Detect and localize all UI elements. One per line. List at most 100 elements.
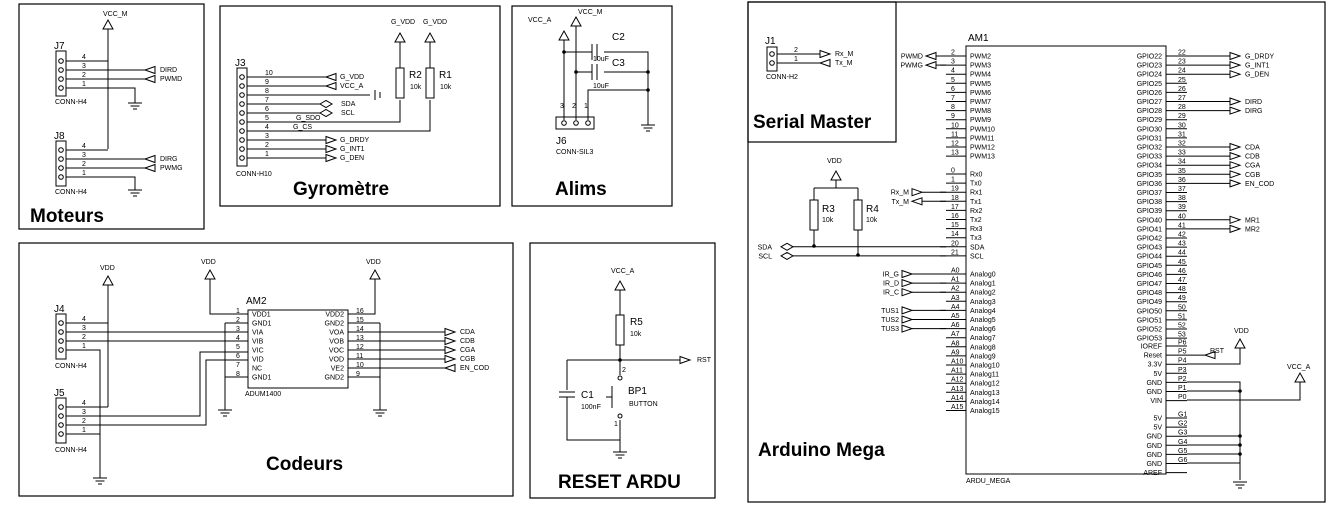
- am1-pin-num: 33: [1178, 150, 1186, 157]
- am1-pin-name: PWM10: [970, 126, 995, 133]
- am1-pin-num: A2: [951, 286, 960, 293]
- am1-pin-name: IOREF: [1141, 344, 1162, 351]
- am1-pin-name: GPIO43: [1137, 245, 1162, 252]
- am1-pin-name: Analog7: [970, 335, 996, 342]
- am1-pin-name: GND: [1146, 443, 1162, 450]
- j7-pin1: 1: [82, 81, 86, 88]
- am2-pin-name: GND2: [325, 375, 345, 382]
- am1-pin-num: 48: [1178, 286, 1186, 293]
- am2-pin-num: 8: [236, 371, 240, 378]
- am1-pin-name: Tx0: [970, 181, 982, 188]
- resistor-r4: [853, 199, 863, 231]
- am2-ref: AM2: [246, 296, 267, 307]
- net-vdd-ardu: VDD: [827, 158, 842, 165]
- j3-pin5: 5: [265, 115, 269, 122]
- am1-net: MR1: [1245, 217, 1260, 224]
- am1-pin-num: 40: [1178, 213, 1186, 220]
- am1-pin-name: Analog0: [970, 272, 996, 279]
- am1-pin-name: 3.3V: [1148, 362, 1163, 369]
- title-reset: RESET ARDU: [558, 472, 681, 493]
- j6-pin2: 2: [572, 103, 576, 110]
- am1-pin-name: Analog15: [970, 408, 1000, 415]
- j3-pin4: 4: [265, 124, 269, 131]
- am1-pin-num: 11: [951, 131, 958, 138]
- am1-pin-name: GPIO47: [1137, 281, 1162, 288]
- j8-connector: [55, 140, 67, 187]
- am2-pin-name: GND2: [325, 321, 345, 328]
- resistor-r5: [615, 314, 625, 346]
- r5-value: 10k: [630, 331, 642, 338]
- am1-pin-name: PWM13: [970, 154, 995, 161]
- net-g-cs: G_CS: [293, 124, 312, 131]
- net-g-sdo: G_SDO: [296, 115, 321, 122]
- net-g-vdd-top1: G_VDD: [391, 19, 415, 26]
- am1-pin-name: PWM12: [970, 145, 995, 152]
- am1-pin-name: Analog14: [970, 399, 1000, 406]
- am1-pin-num: 52: [1178, 323, 1186, 330]
- j5-pin4: 4: [82, 400, 86, 407]
- net-vcc-m-alims: VCC_M: [578, 9, 603, 16]
- am1-pin-num: A7: [951, 331, 960, 338]
- am1-net: IR_D: [883, 281, 899, 288]
- am1-pin-num: G5: [1178, 448, 1187, 455]
- net-g-vdd-top2: G_VDD: [423, 19, 447, 26]
- am1-net: DIRG: [1245, 108, 1263, 115]
- c3-value: 10uF: [593, 83, 609, 90]
- am1-pin-name: GPIO37: [1137, 190, 1162, 197]
- am1-pin-num: A3: [951, 295, 960, 302]
- am1-pin-name: GPIO27: [1137, 99, 1162, 106]
- am1-pin-name: GPIO41: [1137, 226, 1162, 233]
- bp1-ref: BP1: [628, 386, 647, 397]
- frame-moteurs: [18, 3, 205, 230]
- r2-value: 10k: [410, 84, 422, 91]
- am1-pin-name: GPIO48: [1137, 290, 1162, 297]
- net-vcc-a-reset: VCC_A: [611, 268, 635, 275]
- am1-pin-num: 18: [951, 195, 959, 202]
- bp1-type: BUTTON: [629, 401, 658, 408]
- am1-pin-name: Rx0: [970, 172, 983, 179]
- am1-pin-num: 43: [1178, 241, 1186, 248]
- j1-type: CONN-H2: [766, 74, 798, 81]
- am1-pin-name: GPIO53: [1137, 336, 1162, 343]
- net-dird: DIRD: [160, 67, 177, 74]
- am1-pin-num: 4: [951, 68, 955, 75]
- j7-type: CONN-H4: [55, 99, 87, 106]
- title-moteurs: Moteurs: [30, 206, 104, 227]
- am1-pin-name: GPIO22: [1137, 54, 1162, 61]
- am1-pin-num: 30: [1178, 122, 1186, 129]
- am1-type: ARDU_MEGA: [966, 478, 1011, 485]
- j3-pin8: 8: [265, 88, 269, 95]
- am1-net: CGA: [1245, 163, 1261, 170]
- c2-ref: C2: [612, 32, 625, 43]
- j1-connector: [766, 46, 778, 72]
- am1-pin-num: G4: [1178, 439, 1187, 446]
- am1-pin-name: Analog2: [970, 290, 996, 297]
- j8-pin4: 4: [82, 143, 86, 150]
- am2-pin-name: GND1: [252, 321, 272, 328]
- j5-type: CONN-H4: [55, 447, 87, 454]
- am1-pin-num: 14: [951, 231, 959, 238]
- am1-net: CDA: [1245, 145, 1260, 152]
- j1-pin2: 2: [794, 47, 798, 54]
- am1-net: TUS2: [881, 317, 899, 324]
- am1-pin-name: PWM3: [970, 63, 991, 70]
- title-arduino: Arduino Mega: [758, 440, 885, 461]
- gyro-block: J3 CONN-H10 10 9 8 7 6 5 4 3 2 1 G_VDD V…: [235, 19, 452, 178]
- am1-net: EN_COD: [1245, 181, 1274, 188]
- am1-pin-name: PWM5: [970, 81, 991, 88]
- am1-pin-num: 7: [951, 95, 955, 102]
- am2-pin-num: 12: [356, 344, 364, 351]
- j3-ref: J3: [235, 58, 246, 69]
- am1-pin-num: 24: [1178, 68, 1186, 75]
- am1-pin-name: GND: [1146, 452, 1162, 459]
- am1-pin-num: 39: [1178, 204, 1186, 211]
- am2-pin-name: VOB: [329, 339, 344, 346]
- am1-pin-num: 35: [1178, 168, 1186, 175]
- am2-pin-num: 7: [236, 362, 240, 369]
- am1-pin-num: 16: [951, 213, 959, 220]
- resistor-r3: [809, 199, 819, 231]
- am1-net: Tx_M: [892, 199, 910, 206]
- am1-pin-num: A0: [951, 268, 960, 275]
- am2-pin-num: 2: [236, 317, 240, 324]
- am1-net: SCL: [758, 253, 772, 260]
